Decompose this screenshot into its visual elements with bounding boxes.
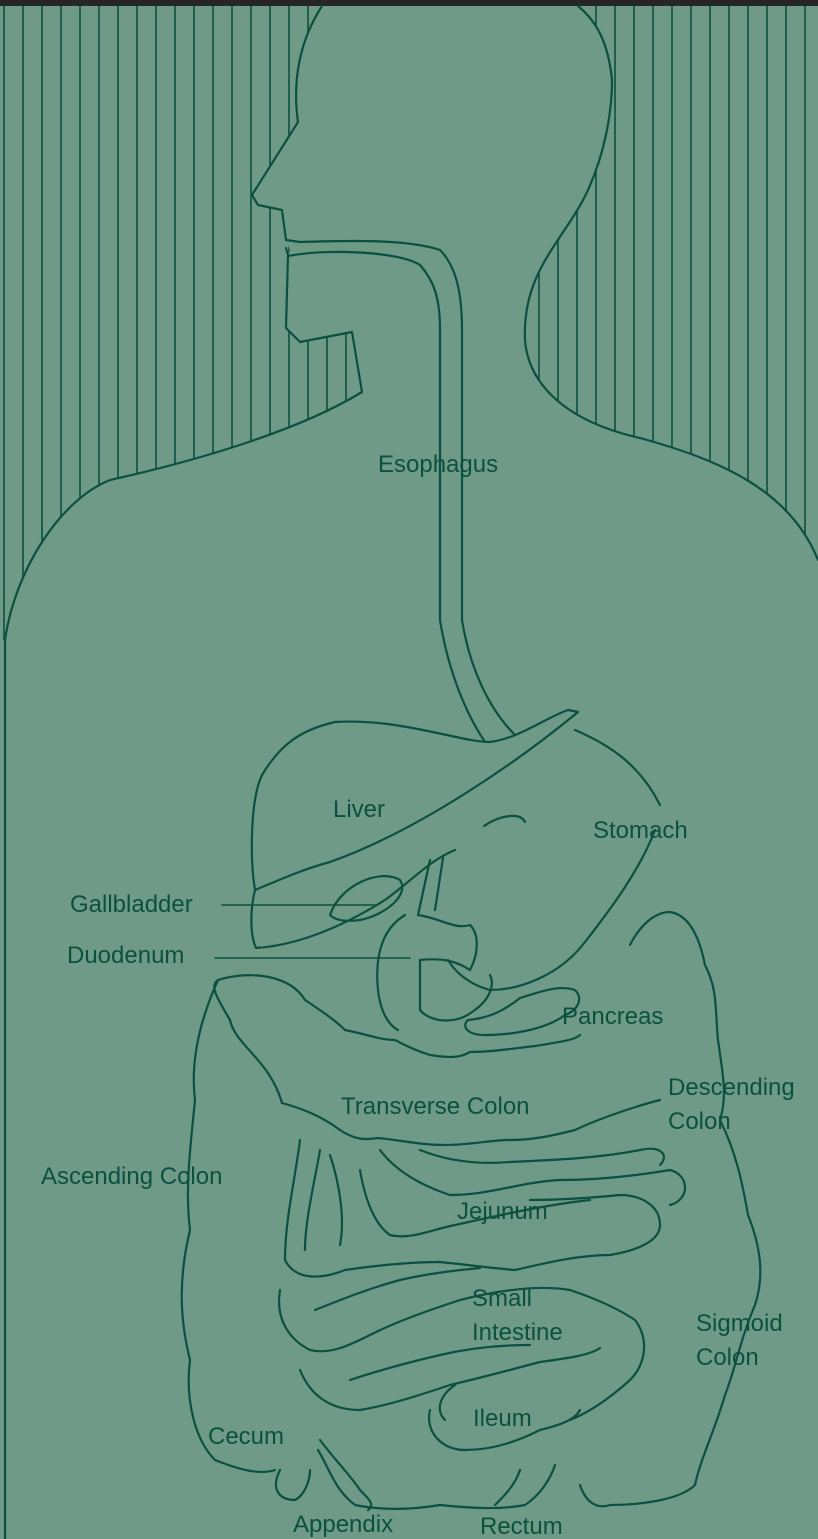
label-liver: Liver xyxy=(333,796,385,823)
label-ileum: Ileum xyxy=(473,1405,532,1432)
label-small-intestine-line2: Intestine xyxy=(472,1319,563,1346)
label-transverse-colon: Transverse Colon xyxy=(341,1093,530,1120)
label-duodenum: Duodenum xyxy=(67,942,184,969)
label-cecum: Cecum xyxy=(208,1423,284,1450)
label-sigmoid-colon-line1: Sigmoid xyxy=(696,1310,783,1337)
label-small-intestine-line1: Small xyxy=(472,1285,532,1312)
label-descending-colon-line2: Colon xyxy=(668,1108,731,1135)
label-ascending-colon: Ascending Colon xyxy=(41,1163,222,1190)
label-esophagus: Esophagus xyxy=(378,451,498,478)
label-descending-colon-line1: Descending xyxy=(668,1074,795,1101)
label-sigmoid-colon-line2: Colon xyxy=(696,1344,759,1371)
label-rectum: Rectum xyxy=(480,1513,563,1539)
label-appendix: Appendix xyxy=(293,1511,393,1538)
label-stomach: Stomach xyxy=(593,817,688,844)
label-jejunum: Jejunum xyxy=(457,1198,548,1225)
label-gallbladder: Gallbladder xyxy=(70,891,193,918)
label-pancreas: Pancreas xyxy=(562,1003,663,1030)
